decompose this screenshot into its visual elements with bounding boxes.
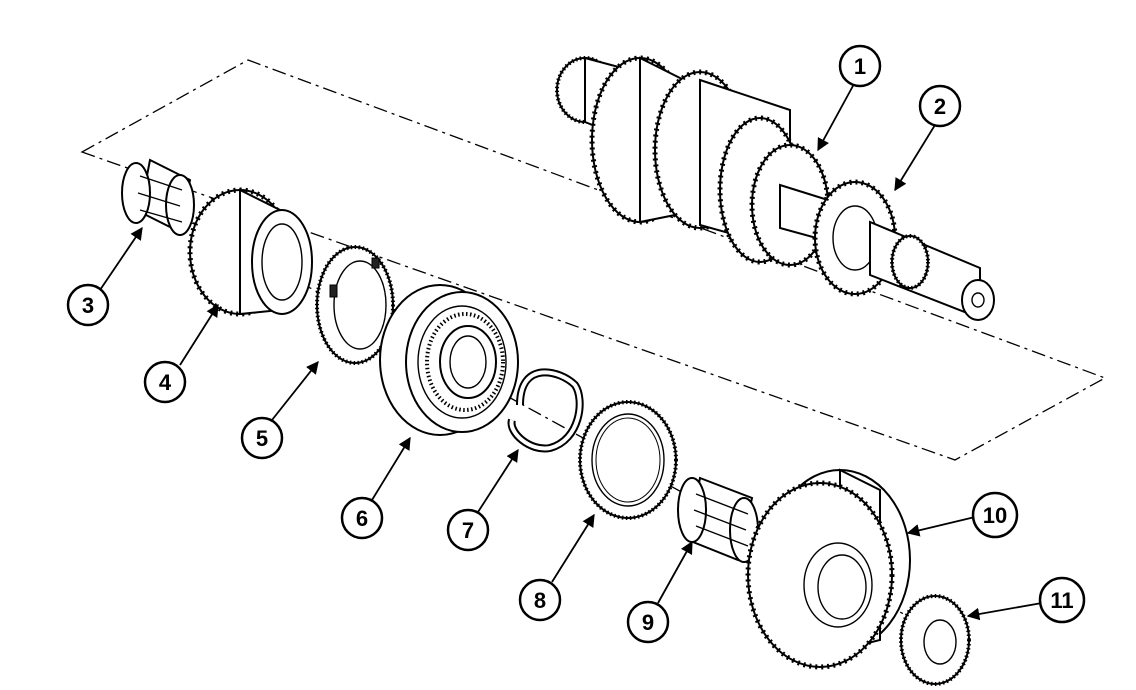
callout-9-label: 9 xyxy=(642,610,654,635)
callout-7: 7 xyxy=(446,508,490,552)
leader-1 xyxy=(817,83,855,152)
callout-10: 10 xyxy=(971,491,1019,539)
callout-9: 9 xyxy=(626,600,670,644)
callout-4-label: 4 xyxy=(159,370,172,395)
callout-8-label: 8 xyxy=(534,588,546,613)
leader-2 xyxy=(894,124,936,192)
callout-8: 8 xyxy=(518,578,562,622)
leader-11 xyxy=(966,602,1043,621)
part-7-snap-ring xyxy=(507,368,584,453)
main-shaft-assembly xyxy=(555,55,995,321)
part-10-helical-gear xyxy=(745,468,911,670)
callout-2-label: 2 xyxy=(934,94,946,119)
leader-6 xyxy=(371,436,411,501)
callout-5: 5 xyxy=(240,416,284,460)
part-11-splined-nut xyxy=(899,594,971,686)
callout-5-label: 5 xyxy=(256,426,268,451)
callout-3: 3 xyxy=(66,283,110,327)
callout-7-label: 7 xyxy=(462,518,474,543)
part-4-helical-gear xyxy=(187,187,313,317)
part-6-synchronizer-sleeve xyxy=(379,284,519,436)
callout-1: 1 xyxy=(838,44,882,88)
callout-11-label: 11 xyxy=(1050,588,1073,613)
callout-11: 11 xyxy=(1038,576,1086,624)
leader-4 xyxy=(179,303,219,366)
callout-10-label: 10 xyxy=(983,503,1007,528)
callout-6: 6 xyxy=(340,496,384,540)
leader-5 xyxy=(271,361,319,421)
leader-3 xyxy=(99,226,143,291)
callout-1-label: 1 xyxy=(854,54,866,79)
leader-9 xyxy=(657,540,693,604)
part-8-blocker-ring xyxy=(578,400,678,520)
part-5-synchronizer-ring xyxy=(315,245,395,365)
callout-3-label: 3 xyxy=(82,293,94,318)
leader-10 xyxy=(906,516,976,537)
leader-7 xyxy=(477,448,519,513)
callout-4: 4 xyxy=(143,360,187,404)
callout-2: 2 xyxy=(918,84,962,128)
part-3-needle-bearing xyxy=(121,158,195,236)
leader-8 xyxy=(551,513,595,583)
callout-6-label: 6 xyxy=(356,506,368,531)
part-9-needle-bearing xyxy=(677,476,759,563)
